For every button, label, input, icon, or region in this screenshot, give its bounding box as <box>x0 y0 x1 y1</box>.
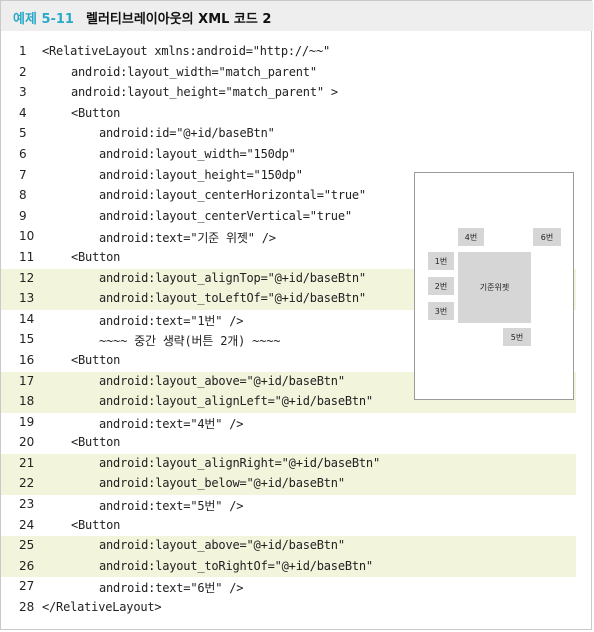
code-line-highlighted: 26 android:layout_toRightOf="@+id/baseBtn… <box>1 556 576 578</box>
button-2: 2번 <box>428 277 454 295</box>
line-number: 7 <box>19 167 27 182</box>
line-number: 11 <box>19 249 35 264</box>
code-line: 23 android:text="5번" /> <box>1 495 576 516</box>
button-3: 3번 <box>428 302 454 320</box>
code-line-highlighted: 25 android:layout_above="@+id/baseBtn" <box>1 536 576 557</box>
line-number: 1 <box>19 44 27 58</box>
line-number: 22 <box>19 476 35 491</box>
code-line: 9 android:layout_centerVertical="true" <box>1 207 576 228</box>
code-text: android:layout_toRightOf="@+id/baseBtn" <box>99 558 373 573</box>
button-5: 5번 <box>503 328 531 346</box>
code-text: ~~~~ 중간 생략(버튼 2개) ~~~~ <box>99 334 281 349</box>
code-text: android:layout_toLeftOf="@+id/baseBtn" <box>99 291 366 306</box>
line-number: 6 <box>19 146 27 161</box>
code-text: android:id="@+id/baseBtn" <box>99 126 275 141</box>
code-line: 14 android:text="1번" /> <box>1 310 576 331</box>
code-line: 7 android:layout_height="150dp" <box>1 166 576 187</box>
line-number: 25 <box>19 538 35 553</box>
line-number: 15 <box>19 332 35 347</box>
code-text: android:text="기준 위젯" /> <box>99 231 276 246</box>
code-text: <Button <box>71 352 121 367</box>
line-number: 21 <box>19 455 35 470</box>
code-text: android:text="5번" /> <box>99 499 244 514</box>
code-text: android:layout_width="match_parent" <box>71 64 317 79</box>
example-title: 렐러티브레이아웃의 XML 코드 2 <box>86 12 272 27</box>
button-4: 4번 <box>458 228 484 246</box>
example-number: 예제 5-11 <box>13 12 74 27</box>
code-line: 4 <Button <box>1 104 576 125</box>
line-number: 9 <box>19 208 27 223</box>
code-listing: 1 <RelativeLayout xmlns:android="http://~… <box>1 42 593 619</box>
code-text: <Button <box>71 249 121 264</box>
code-line: 8 android:layout_centerHorizontal="true" <box>1 186 576 207</box>
code-line: 11 <Button <box>1 248 576 269</box>
title-bar: 예제 5-11 렐러티브레이아웃의 XML 코드 2 <box>1 1 593 31</box>
line-number: 13 <box>19 291 35 306</box>
code-text: android:text="4번" /> <box>99 416 244 431</box>
code-line: 6 android:layout_width="150dp" <box>1 145 576 166</box>
code-line: 10 android:text="기준 위젯" /> <box>1 227 576 248</box>
line-number: 16 <box>19 352 35 367</box>
line-number: 3 <box>19 85 27 100</box>
line-number: 28 <box>19 600 35 615</box>
line-number: 18 <box>19 394 35 409</box>
code-line: 19 android:text="4번" /> <box>1 413 576 434</box>
code-text: <RelativeLayout xmlns:android="http://~~… <box>42 44 331 58</box>
code-text: android:text="6번" /> <box>99 581 244 596</box>
line-number: 20 <box>19 435 35 450</box>
layout-preview: 4번 6번 1번 2번 3번 기준위젯 5번 <box>414 172 574 400</box>
code-text: android:layout_below="@+id/baseBtn" <box>99 476 345 491</box>
code-line: 1 <RelativeLayout xmlns:android="http://~… <box>1 42 576 63</box>
code-line: 24 <Button <box>1 516 576 537</box>
code-line: 5 android:id="@+id/baseBtn" <box>1 124 576 145</box>
code-text: android:layout_width="150dp" <box>99 146 296 161</box>
code-text: android:layout_alignLeft="@+id/baseBtn" <box>99 394 373 409</box>
code-text: </RelativeLayout> <box>42 600 162 615</box>
code-text: android:layout_above="@+id/baseBtn" <box>99 373 345 388</box>
line-number: 2 <box>19 64 27 79</box>
code-text: <Button <box>71 517 121 532</box>
code-text: android:layout_alignRight="@+id/baseBtn" <box>99 455 380 470</box>
code-text: android:layout_alignTop="@+id/baseBtn" <box>99 270 366 285</box>
code-line: 28 </RelativeLayout> <box>1 598 576 619</box>
line-number: 24 <box>19 517 35 532</box>
line-number: 8 <box>19 188 27 203</box>
code-text: android:layout_centerVertical="true" <box>99 208 352 223</box>
code-line: 20 <Button <box>1 433 576 454</box>
button-1: 1번 <box>428 252 454 270</box>
code-line-highlighted: 22 android:layout_below="@+id/baseBtn" <box>1 474 576 496</box>
line-number: 14 <box>19 311 35 326</box>
line-number: 23 <box>19 497 35 512</box>
line-number: 12 <box>19 270 35 285</box>
base-widget: 기준위젯 <box>458 252 531 323</box>
line-number: 10 <box>19 229 35 244</box>
code-text: android:layout_centerHorizontal="true" <box>99 188 366 203</box>
line-number: 27 <box>19 579 35 594</box>
code-text: <Button <box>71 105 121 120</box>
code-text: android:layout_above="@+id/baseBtn" <box>99 538 345 553</box>
line-number: 19 <box>19 414 35 429</box>
code-text: android:text="1번" /> <box>99 313 244 328</box>
line-number: 17 <box>19 373 35 388</box>
code-line: 16 <Button <box>1 351 576 372</box>
code-text: <Button <box>71 435 121 450</box>
code-text: android:layout_height="150dp" <box>99 167 303 182</box>
code-line-highlighted: 21 android:layout_alignRight="@+id/baseBt… <box>1 453 576 475</box>
code-line: 27 android:text="6번" /> <box>1 577 576 598</box>
code-line: 2 android:layout_width="match_parent" <box>1 63 576 84</box>
button-6: 6번 <box>533 228 561 246</box>
code-line: 15 ~~~~ 중간 생략(버튼 2개) ~~~~ <box>1 330 576 351</box>
line-number: 5 <box>19 126 27 141</box>
code-text: android:layout_height="match_parent" > <box>71 85 338 100</box>
line-number: 26 <box>19 558 35 573</box>
code-line: 3 android:layout_height="match_parent" > <box>1 83 576 104</box>
line-number: 4 <box>19 105 27 120</box>
